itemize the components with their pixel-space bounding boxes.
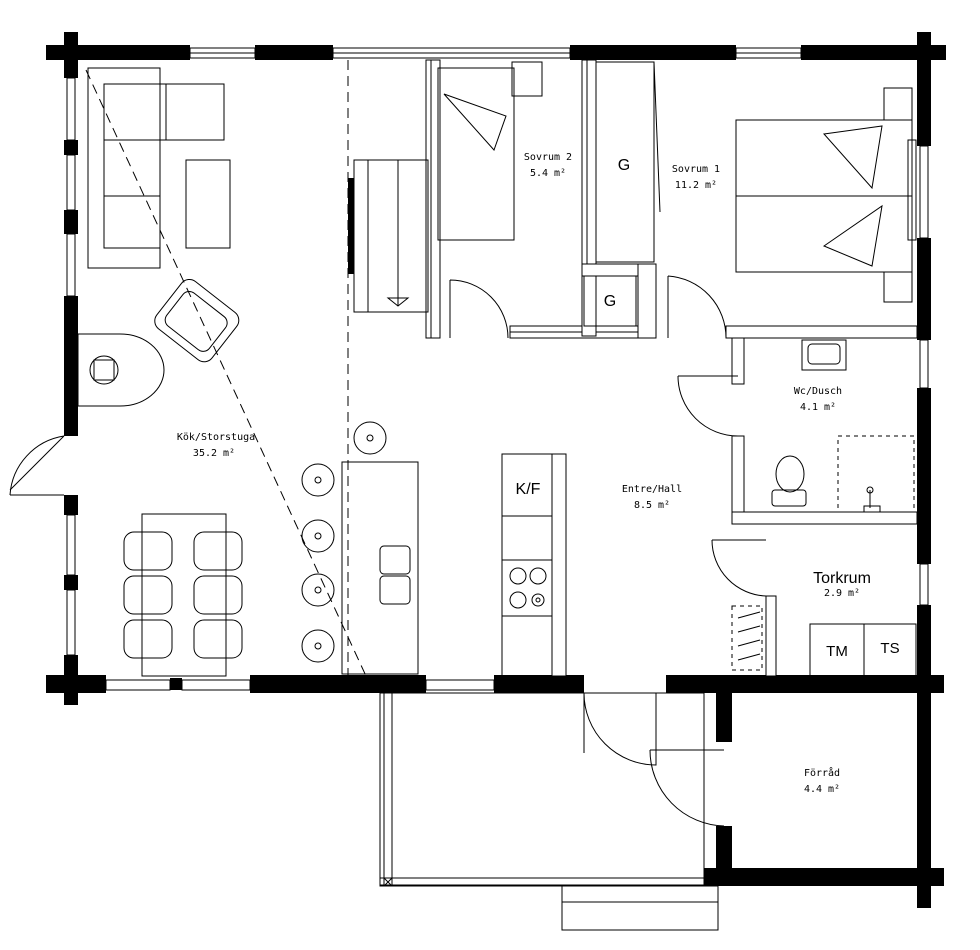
wc-fixtures: [731, 339, 917, 677]
living-furniture: [77, 60, 553, 677]
washer-label: TM: [826, 643, 848, 660]
exterior-walls: [46, 32, 946, 908]
wc-area: 4.1 m²: [800, 402, 836, 413]
kok-area: 35.2 m²: [193, 448, 235, 459]
interior-walls: [425, 59, 918, 677]
room-labels: Sovrum 2 5.4 m² Sovrum 1 11.2 m² G G Kök…: [177, 152, 900, 795]
entre-name: Entre/Hall: [622, 484, 682, 495]
entre-area: 8.5 m²: [634, 500, 670, 511]
torkrum-area: 2.9 m²: [824, 588, 860, 599]
dryer-label: TS: [880, 640, 899, 657]
wardrobe-g-label: G: [618, 157, 630, 174]
sovrum2-name: Sovrum 2: [524, 152, 572, 163]
terrace: [379, 692, 719, 931]
sovrum2-area: 5.4 m²: [530, 168, 566, 179]
wardrobe-g-small-label: G: [604, 293, 616, 310]
forrad-area: 4.4 m²: [804, 784, 840, 795]
wc-name: Wc/Dusch: [794, 386, 842, 397]
kok-name: Kök/Storstuga: [177, 432, 255, 443]
bedroom-furniture: [437, 61, 917, 327]
fridge-label: K/F: [516, 481, 541, 498]
doors: [9, 275, 767, 827]
forrad-name: Förråd: [804, 766, 840, 779]
torkrum-name: Torkrum: [813, 570, 871, 587]
sovrum1-name: Sovrum 1: [672, 164, 720, 175]
windows: [66, 47, 929, 691]
sovrum1-area: 11.2 m²: [675, 180, 717, 191]
